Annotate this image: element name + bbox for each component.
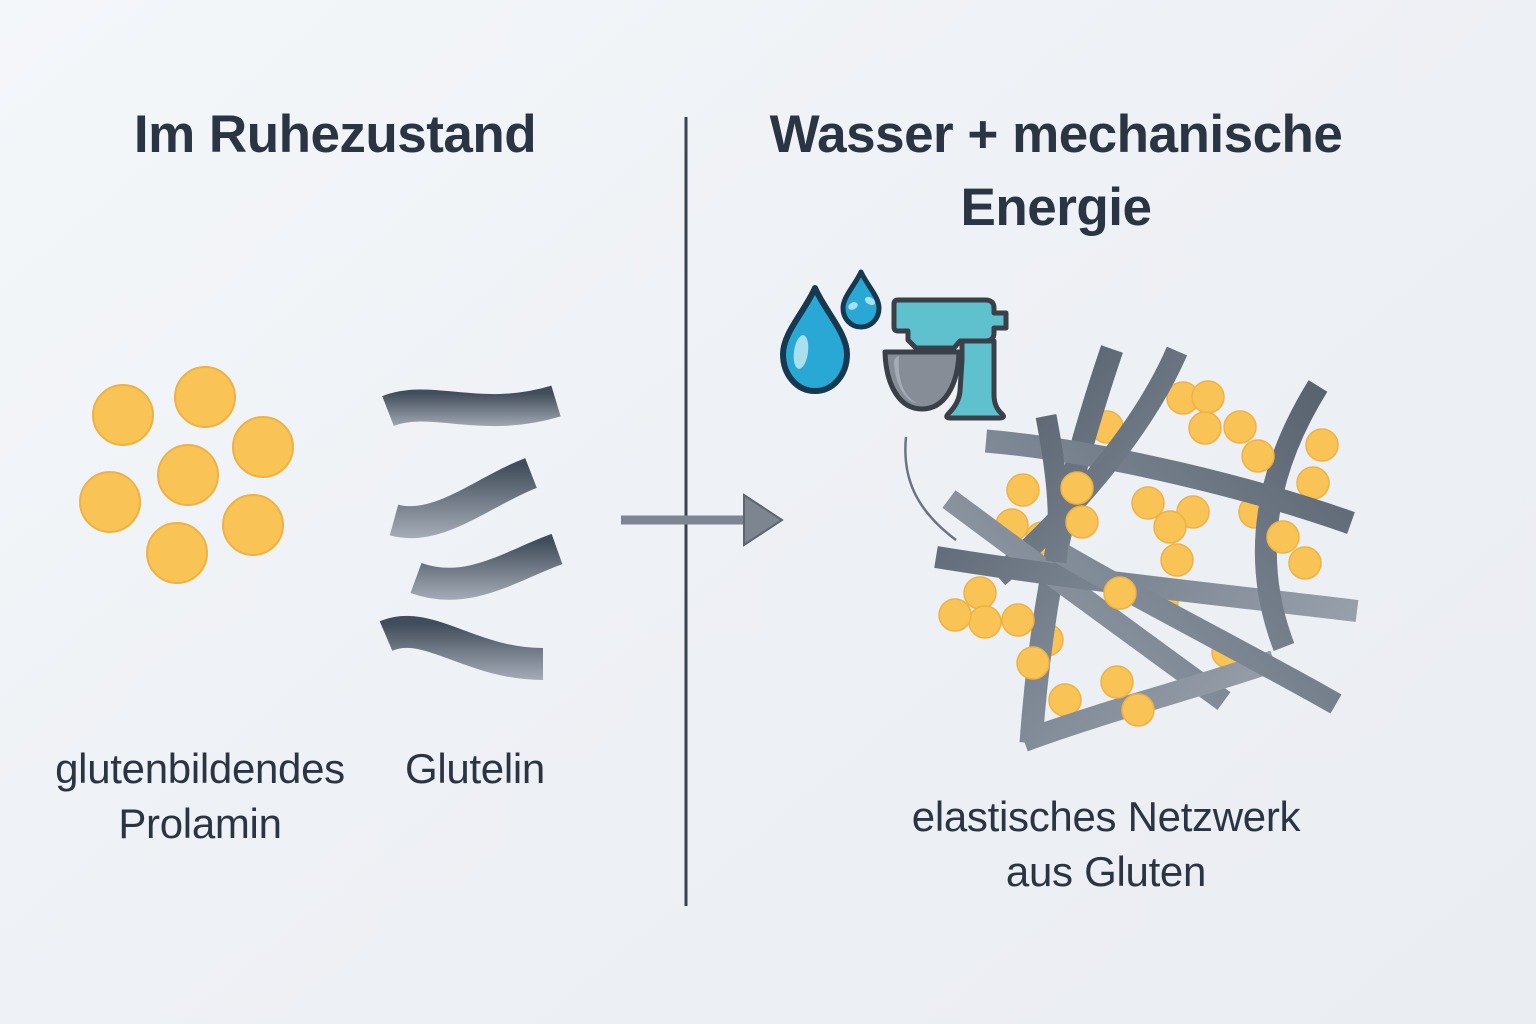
network-dot (1160, 543, 1194, 577)
prolamin-circle (79, 471, 141, 533)
network-dot (1296, 466, 1330, 500)
mixer-bowl-highlight (894, 356, 917, 403)
network-dot (1266, 520, 1300, 554)
network-dot (1100, 665, 1134, 699)
water-drop-icon (780, 269, 882, 394)
glutelin-ribbon (382, 385, 561, 427)
prolamin-circle (232, 416, 294, 478)
network-dot (1288, 546, 1322, 580)
prolamin-circle (146, 522, 208, 584)
network-dot (968, 605, 1002, 639)
network-dot (1191, 380, 1225, 414)
network-dot (1121, 693, 1155, 727)
network-strand (1046, 538, 1342, 714)
prolamin-circle (222, 494, 284, 556)
water-drop-small (840, 269, 882, 330)
stand-mixer-icon (882, 297, 1009, 421)
glutelin-ribbons (379, 385, 563, 680)
network-strand (1020, 650, 1278, 752)
network-strand (1254, 380, 1328, 651)
prolamin-label-line-2: Prolamin (118, 800, 282, 847)
glutelin-label: Glutelin (404, 745, 545, 792)
network-dot (1305, 428, 1339, 462)
arrow-head (743, 493, 784, 547)
network-strand (1035, 414, 1069, 564)
water-drop-small-highlight (864, 296, 876, 306)
network-dot (963, 576, 997, 610)
network-dot (1006, 473, 1040, 507)
network-dot (1188, 411, 1222, 445)
mixer-column (944, 338, 1006, 421)
glutelin-ribbon (379, 615, 544, 680)
prolamin-cluster (79, 366, 294, 584)
network-dot (1060, 471, 1094, 505)
mixer-connector-line (904, 436, 957, 541)
arrow-right-icon (621, 493, 784, 547)
water-drop-highlight (793, 335, 809, 369)
network-dot (1131, 486, 1165, 520)
prolamin-circle (174, 366, 236, 428)
network-dot (1153, 510, 1187, 544)
network-dot (1241, 439, 1275, 473)
right-title-line-1: Wasser + mechanische (769, 105, 1343, 164)
water-drop-large (780, 285, 850, 394)
network-strand (984, 429, 1355, 534)
network-dot (1223, 410, 1257, 444)
prolamin-circle (92, 384, 154, 446)
prolamin-circle (157, 444, 219, 506)
network-label-line-2: aus Gluten (1005, 848, 1207, 895)
prolamin-label-line-1: glutenbildendes (55, 745, 345, 792)
network-label-line-1: elastisches Netzwerk (911, 793, 1301, 840)
network-dot (1048, 683, 1082, 717)
prolamin-label: glutenbildendes Prolamin (10, 741, 390, 851)
left-panel-title: Im Ruhezustand (133, 105, 537, 164)
network-label: elastisches Netzwerk aus Gluten (800, 789, 1412, 899)
right-panel-title: Wasser + mechanische Energie (700, 98, 1412, 244)
glutelin-ribbon (410, 533, 563, 600)
network-strand (934, 546, 1359, 622)
water-drop-small-highlight (848, 302, 858, 310)
network-dot (938, 598, 972, 632)
mixer-head (891, 297, 1009, 351)
network-dot (1065, 505, 1099, 539)
network-dot (1001, 603, 1035, 637)
right-title-line-2: Energie (960, 178, 1152, 237)
glutelin-ribbon (389, 458, 538, 539)
gluten-network-dots-front (938, 380, 1339, 727)
mixer-bowl (882, 349, 962, 412)
network-dot (1103, 576, 1137, 610)
network-dot (1016, 646, 1050, 680)
